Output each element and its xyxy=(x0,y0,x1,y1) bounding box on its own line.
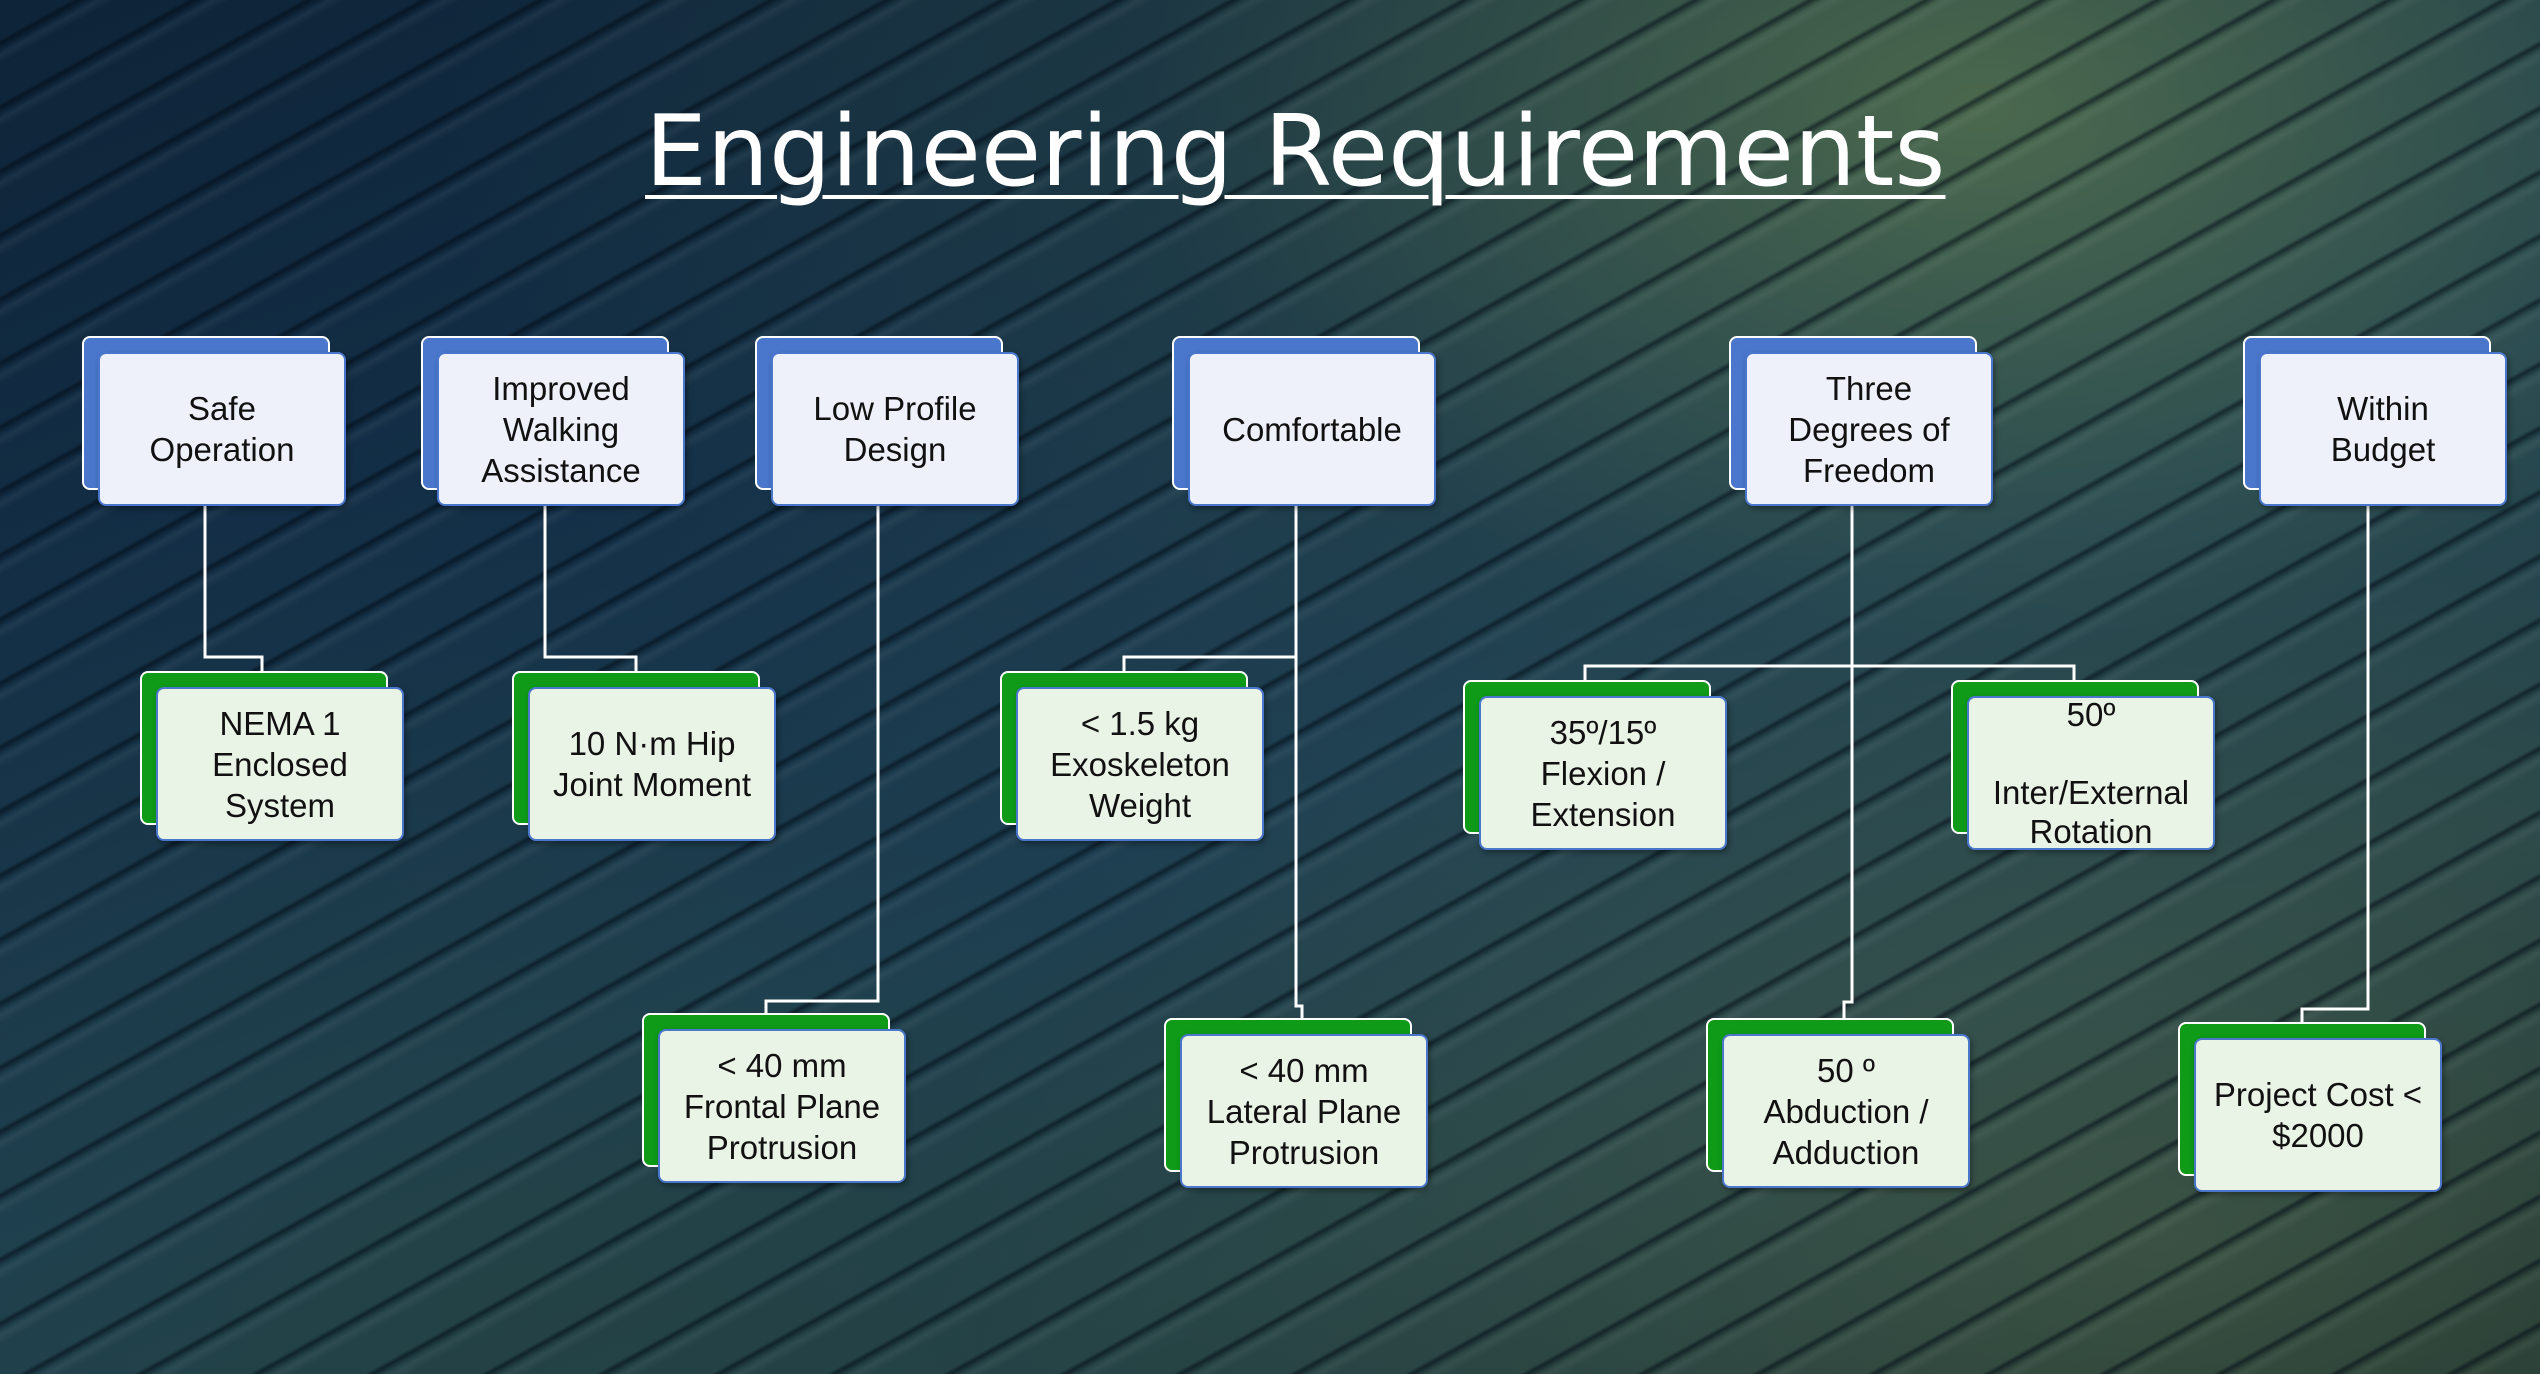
requirement-abduction-adduction: 50 º Abduction / Adduction xyxy=(1706,1018,1970,1188)
category-three-degrees-of-freedom: Three Degrees of Freedom xyxy=(1729,336,1993,506)
category-label: Low Profile Design xyxy=(771,352,1019,506)
requirement-label: 50 º Abduction / Adduction xyxy=(1722,1034,1970,1188)
requirement-label: NEMA 1 Enclosed System xyxy=(156,687,404,841)
connector-low-profile-frontal xyxy=(764,504,880,1017)
requirement-label: 35º/15º Flexion / Extension xyxy=(1479,696,1727,850)
requirement-label: 50º Inter/External Rotation xyxy=(1967,696,2215,850)
requirement-frontal-plane-protrusion: < 40 mm Frontal Plane Protrusion xyxy=(642,1013,906,1183)
category-label: Within Budget xyxy=(2259,352,2507,506)
category-comfortable: Comfortable xyxy=(1172,336,1436,506)
requirement-lateral-plane-protrusion: < 40 mm Lateral Plane Protrusion xyxy=(1164,1018,1428,1188)
category-safe-operation: Safe Operation xyxy=(82,336,346,506)
connector-comfortable-lateral xyxy=(1294,504,1304,1022)
category-label: Three Degrees of Freedom xyxy=(1745,352,1993,506)
category-label: Improved Walking Assistance xyxy=(437,352,685,506)
connector-budget-cost xyxy=(2300,504,2370,1025)
requirement-nema-enclosed: NEMA 1 Enclosed System xyxy=(140,671,404,841)
requirement-exoskeleton-weight: < 1.5 kg Exoskeleton Weight xyxy=(1000,671,1264,841)
category-low-profile-design: Low Profile Design xyxy=(755,336,1019,506)
connector-comfortable-weight xyxy=(1122,504,1298,675)
category-label: Safe Operation xyxy=(98,352,346,506)
requirement-project-cost: Project Cost < $2000 xyxy=(2178,1022,2442,1192)
connector-freedom-abduction xyxy=(1842,504,1854,1018)
requirement-label: 10 N·m Hip Joint Moment xyxy=(528,687,776,841)
requirement-label: Project Cost < $2000 xyxy=(2194,1038,2442,1192)
category-within-budget: Within Budget xyxy=(2243,336,2507,506)
connector-safe-operation-nema xyxy=(203,504,264,675)
category-label: Comfortable xyxy=(1188,352,1436,506)
page-title: Engineering Requirements xyxy=(645,95,1946,209)
requirement-label: < 1.5 kg Exoskeleton Weight xyxy=(1016,687,1264,841)
connector-walking-hip-moment xyxy=(543,504,638,675)
requirement-label: < 40 mm Lateral Plane Protrusion xyxy=(1180,1034,1428,1188)
requirement-inter-external-rotation: 50º Inter/External Rotation xyxy=(1951,680,2215,850)
connector-freedom-flexion xyxy=(1583,504,1854,682)
requirement-hip-joint-moment: 10 N·m Hip Joint Moment xyxy=(512,671,776,841)
requirement-label: < 40 mm Frontal Plane Protrusion xyxy=(658,1029,906,1183)
connector-freedom-rotation xyxy=(1852,664,2076,682)
requirement-flexion-extension: 35º/15º Flexion / Extension xyxy=(1463,680,1727,850)
category-improved-walking-assistance: Improved Walking Assistance xyxy=(421,336,685,506)
